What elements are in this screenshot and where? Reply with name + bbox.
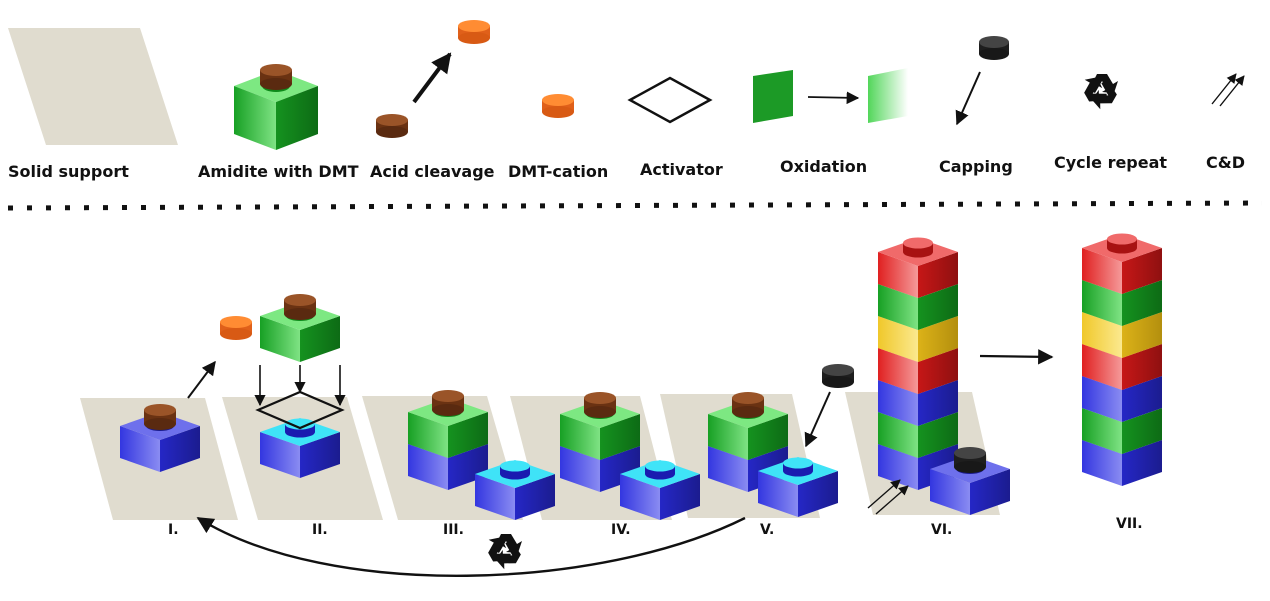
step1-blue-block [120, 404, 200, 472]
legend-solid-support [8, 28, 178, 145]
label-solid-support: Solid support [8, 162, 129, 181]
dotted-separator [7, 200, 1263, 211]
step4-green-block [560, 392, 640, 460]
step-label-7: VII. [1116, 516, 1143, 532]
label-oxidation: Oxidation [780, 157, 867, 176]
legend-oxidation [753, 68, 908, 123]
step2-green-amidite [260, 294, 340, 362]
step5-free-block [758, 457, 838, 517]
step2-coupling-arrows [254, 365, 346, 430]
step3-free-block [475, 460, 555, 520]
step1-deblock [187, 316, 252, 399]
dmt-brown-icon [376, 114, 408, 138]
label-cycle-repeat: Cycle repeat [1054, 153, 1167, 172]
legend-cd-arrows-icon [1211, 73, 1245, 107]
step7-chain-unit-7 [1082, 233, 1162, 294]
step-label-5: V. [760, 522, 774, 538]
step-label-3: III. [443, 522, 464, 538]
legend-dmt-cation-icon [542, 94, 574, 118]
cap-icon [979, 36, 1009, 60]
step-label-1: I. [168, 522, 179, 538]
cycle-recycle-icon [488, 534, 522, 570]
legend-activator-icon [627, 76, 713, 124]
label-activator: Activator [640, 160, 723, 179]
step6-capped-block [930, 447, 1010, 515]
label-dmt-cation: DMT-cation [508, 162, 608, 181]
label-capping: Capping [939, 157, 1013, 176]
blocks-layer [120, 233, 1162, 520]
legend-amidite-block [234, 64, 318, 150]
step5-capping [804, 364, 854, 448]
step4-free-block [620, 460, 700, 520]
step5-green-block [708, 392, 788, 460]
cycle-return-arrow [196, 516, 746, 578]
step-label-4: IV. [611, 522, 631, 538]
dmt-orange-icon [458, 20, 490, 44]
step-label-6: VI. [931, 522, 952, 538]
step6-cd-arrows [867, 479, 909, 515]
label-acid-cleavage: Acid cleavage [370, 162, 495, 181]
legend-capping [955, 36, 1009, 126]
step3-green-block [408, 390, 488, 458]
step2-blue-block [260, 418, 340, 478]
legend-recycle-icon [1084, 74, 1118, 110]
step-label-2: II. [312, 522, 328, 538]
arrow-to-final [979, 349, 1054, 365]
step6-chain-unit-7 [878, 237, 958, 298]
legend-acid-cleavage [376, 20, 490, 138]
label-amidite: Amidite with DMT [198, 162, 359, 181]
label-cd: C&D [1206, 153, 1245, 172]
